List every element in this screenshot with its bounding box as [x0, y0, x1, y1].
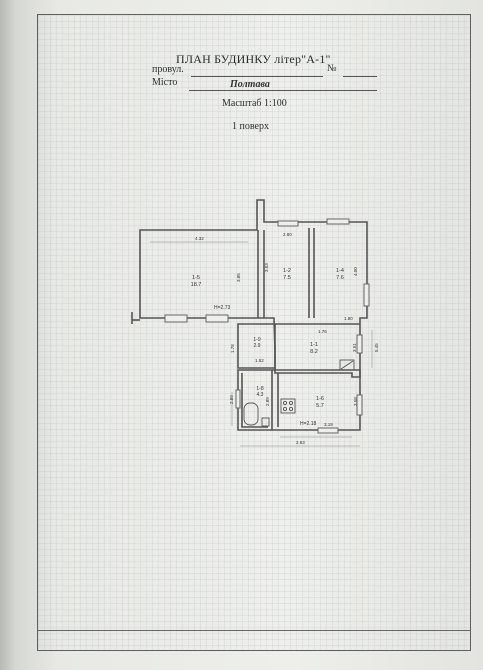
binding-edge [0, 0, 16, 670]
dim-label: 1.52 [255, 358, 264, 363]
drawing-frame [37, 14, 471, 651]
dim-label: 3.53 [264, 263, 269, 272]
dim-label: 2.63 [296, 440, 305, 445]
number-label: № [327, 63, 337, 74]
dim-label: 2.80 [283, 232, 292, 237]
room-1-1-number: 1-1 [310, 342, 318, 348]
dim-label: 2.89 [229, 395, 234, 404]
floor-label: 1 поверх [232, 121, 269, 132]
number-underline [343, 76, 377, 77]
room-1-5-number: 1-5 [192, 275, 200, 281]
dimension-lines [150, 241, 373, 447]
room-1-8-area: 4.3 [257, 392, 264, 398]
fixtures [243, 359, 355, 427]
room-1-4-number: 1-4 [336, 268, 344, 274]
room-1-2-area: 7.5 [283, 275, 291, 281]
dim-label: 3.51 [352, 343, 357, 352]
height-label: H=2.18 [300, 421, 316, 427]
dim-label: 2.89 [265, 397, 270, 406]
city-label: Місто [152, 77, 178, 88]
dim-label: 3.58 [353, 397, 358, 406]
city-underline [189, 90, 377, 91]
plan-title: ПЛАН БУДИНКУ літер"А-1" [176, 52, 331, 66]
room-1-8-number: 1-8 [256, 386, 263, 392]
room-1-9-number: 1-9 [253, 337, 260, 343]
room-1-9-area: 2.9 [254, 343, 261, 349]
bottom-rule [37, 630, 470, 631]
room-1-2-number: 1-2 [283, 268, 291, 274]
dim-label: 4.00 [353, 267, 358, 276]
plan-walls [131, 199, 368, 431]
dim-label: 3.85 [236, 273, 241, 282]
windows [164, 218, 370, 434]
room-1-6-number: 1-6 [316, 396, 324, 402]
dim-label: 4.32 [195, 236, 204, 241]
room-1-5-area: 18.7 [191, 282, 202, 288]
dim-label: 1.76 [318, 329, 327, 334]
city-value: Полтава [230, 79, 270, 90]
height-label: H=2.73 [214, 305, 230, 311]
street-underline [191, 76, 323, 77]
scale-label: Масштаб 1:100 [222, 98, 287, 109]
street-label: провул. [152, 64, 184, 75]
room-1-4-area: 7.6 [336, 275, 344, 281]
dim-label: 1.78 [230, 344, 235, 353]
dim-label: 5.45 [374, 343, 379, 352]
room-1-6-area: 5.7 [316, 403, 324, 409]
dim-label: 1.80 [344, 316, 353, 321]
dim-label: 3.19 [324, 422, 333, 427]
room-1-1-area: 8.2 [310, 349, 318, 355]
